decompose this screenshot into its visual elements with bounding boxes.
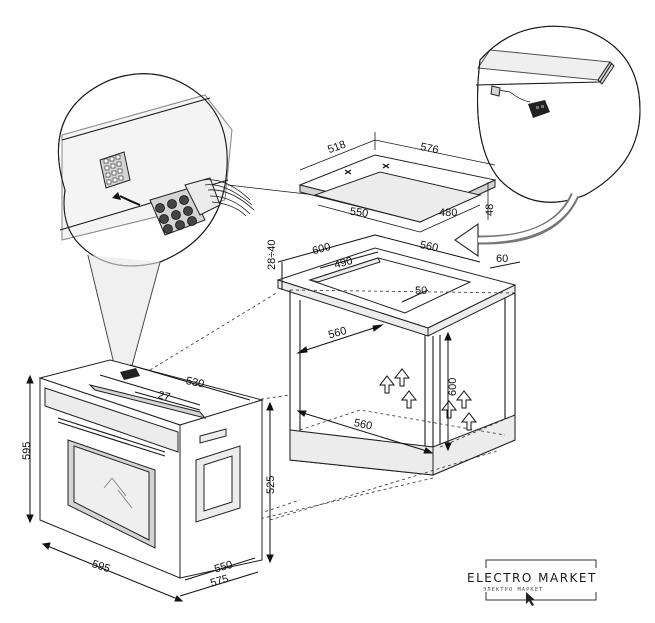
dim-hob-cut-width: 550 [349,206,369,220]
dim-cabinet-inner-bottom: 560 [353,417,373,433]
dimension-labels: 518 576 48 480 550 600 560 28÷40 60 490 … [21,139,508,590]
cable-connector-icon [490,85,550,118]
oven [26,359,274,602]
dim-oven-lip: 27 [157,389,172,404]
cabinet [276,234,521,476]
dim-worktop-cut: 560 [419,239,439,255]
dim-worktop-edge: 60 [496,253,508,265]
connector-callout [57,73,316,381]
hob-edge-callout [453,25,641,258]
dim-worktop-depth: 600 [311,241,332,257]
cursor-icon [526,592,535,606]
dim-hob-height: 48 [484,204,496,216]
projection-lines [149,291,501,541]
dim-oven-total-depth: 575 [209,573,230,590]
dim-oven-height: 595 [21,442,33,460]
connector-plug-icon [149,177,255,236]
dim-cabinet-height: 600 [447,378,459,396]
logo-title: ELECTRO MARKET [467,571,597,585]
dim-cabinet-inner-top: 560 [327,325,348,341]
dim-hob-depth: 518 [326,139,347,157]
dim-worktop-thickness: 28÷40 [266,239,278,270]
plug-arrow-icon [119,195,141,206]
dim-hob-width: 576 [419,141,439,157]
dim-cut-edge: 50 [415,285,427,297]
direction-arrow-icon [453,222,479,258]
dim-oven-depth: 530 [185,375,205,391]
dim-hob-cut-depth: 480 [439,207,457,219]
electro-market-logo: ELECTRO MARKET ЭЛЕКТРО МАРКЕТ [467,559,597,606]
dim-oven-body-height: 525 [265,476,277,494]
dim-oven-width: 595 [90,558,111,575]
logo-subtitle: ЭЛЕКТРО МАРКЕТ [483,587,543,593]
wall-socket-icon [99,151,131,189]
dim-oven-body-depth: 550 [213,559,234,576]
airflow-arrows-icon [378,368,478,431]
hob [298,132,497,233]
dim-cut-depth: 490 [333,255,354,271]
